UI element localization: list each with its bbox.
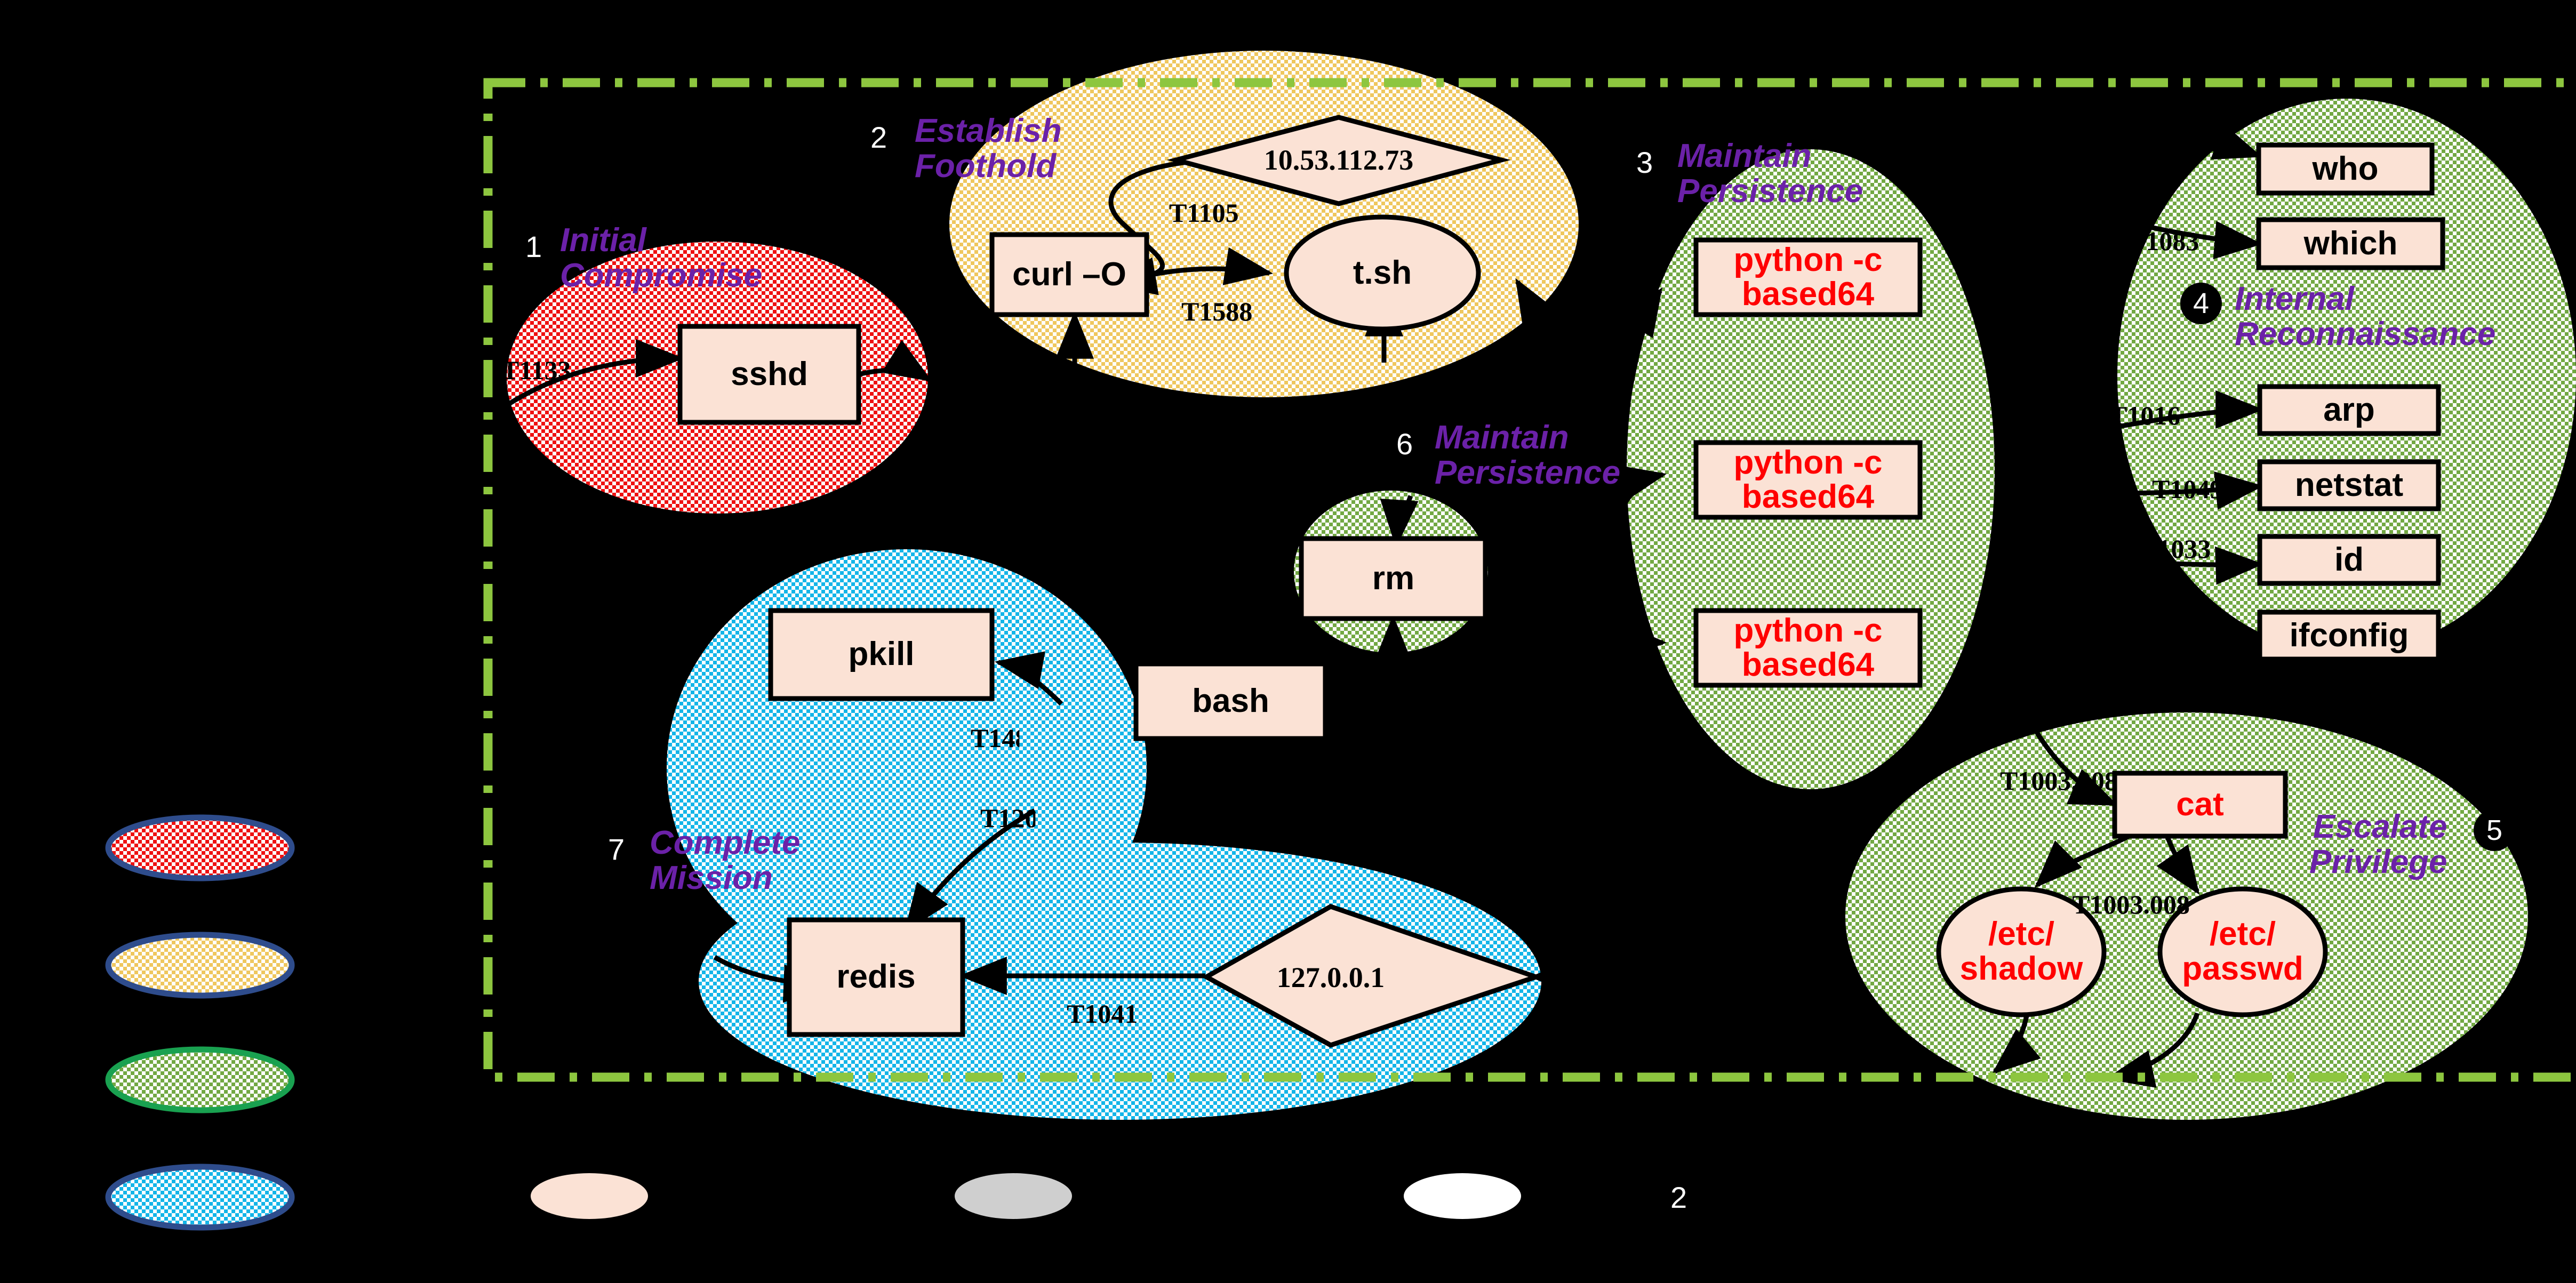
edge-shadow-out <box>1991 1015 2041 1074</box>
node-redis[interactable] <box>787 917 965 1037</box>
node-netstat[interactable] <box>2257 459 2441 511</box>
legend-swatch-yellow <box>105 932 295 999</box>
legend-swatch-green <box>105 1046 295 1113</box>
legend-swatch-process <box>531 1173 648 1219</box>
edge-to-redis-curve <box>904 808 1036 932</box>
edge-passwd-out <box>2105 1012 2200 1088</box>
node-passwd[interactable] <box>2157 886 2328 1017</box>
edge-to-pkill <box>994 651 1063 706</box>
edge-cat-to-passwd <box>2156 833 2200 895</box>
node-ifconfig[interactable] <box>2257 610 2441 662</box>
legend-swatch-grey <box>955 1173 1072 1219</box>
node-arp[interactable] <box>2257 384 2441 436</box>
node-ip-10-53-112-73[interactable] <box>1166 115 1511 206</box>
node-shadow[interactable] <box>1936 886 2107 1017</box>
edge-to-cat <box>2027 718 2118 807</box>
edge-tsh-in-right <box>1515 278 1567 332</box>
node-cat[interactable] <box>2112 771 2288 839</box>
edge-cat-to-shadow <box>2034 832 2134 888</box>
edge-to-id <box>2113 546 2264 585</box>
edge-to-who <box>2162 123 2262 160</box>
edge-to-netstat <box>2111 471 2264 510</box>
legend-swatch-red <box>105 814 295 881</box>
phase-badge-4: 4 <box>2180 283 2222 324</box>
edge-to-python-3 <box>1607 622 1667 661</box>
edge-to-arp <box>2118 390 2264 429</box>
phase-badge-5: 5 <box>2474 809 2515 851</box>
node-ip-127-0-0-1[interactable] <box>1201 904 1544 1048</box>
edge-to-which <box>2082 208 2263 260</box>
node-python-2[interactable] <box>1693 440 1923 520</box>
edge-to-ifconfig <box>2111 620 2264 659</box>
node-who[interactable] <box>2256 142 2435 196</box>
node-tsh[interactable] <box>1284 214 1481 332</box>
node-rm[interactable] <box>1299 536 1488 621</box>
node-bash[interactable] <box>1133 661 1328 741</box>
node-sshd[interactable] <box>677 324 861 425</box>
node-which[interactable] <box>2256 217 2445 270</box>
legend-swatch-blue <box>105 1164 295 1231</box>
edge-t1133-sshd <box>505 339 684 407</box>
edge-to-python-2 <box>1608 464 1667 530</box>
edge-to-python-1 <box>1616 287 1662 459</box>
node-curl[interactable] <box>989 232 1149 317</box>
node-id[interactable] <box>2257 534 2441 586</box>
node-pkill[interactable] <box>768 608 995 701</box>
node-python-3[interactable] <box>1693 608 1923 688</box>
edge-sshd-out <box>858 340 933 382</box>
node-python-1[interactable] <box>1693 237 1923 317</box>
legend-swatch-white <box>1404 1173 1521 1219</box>
